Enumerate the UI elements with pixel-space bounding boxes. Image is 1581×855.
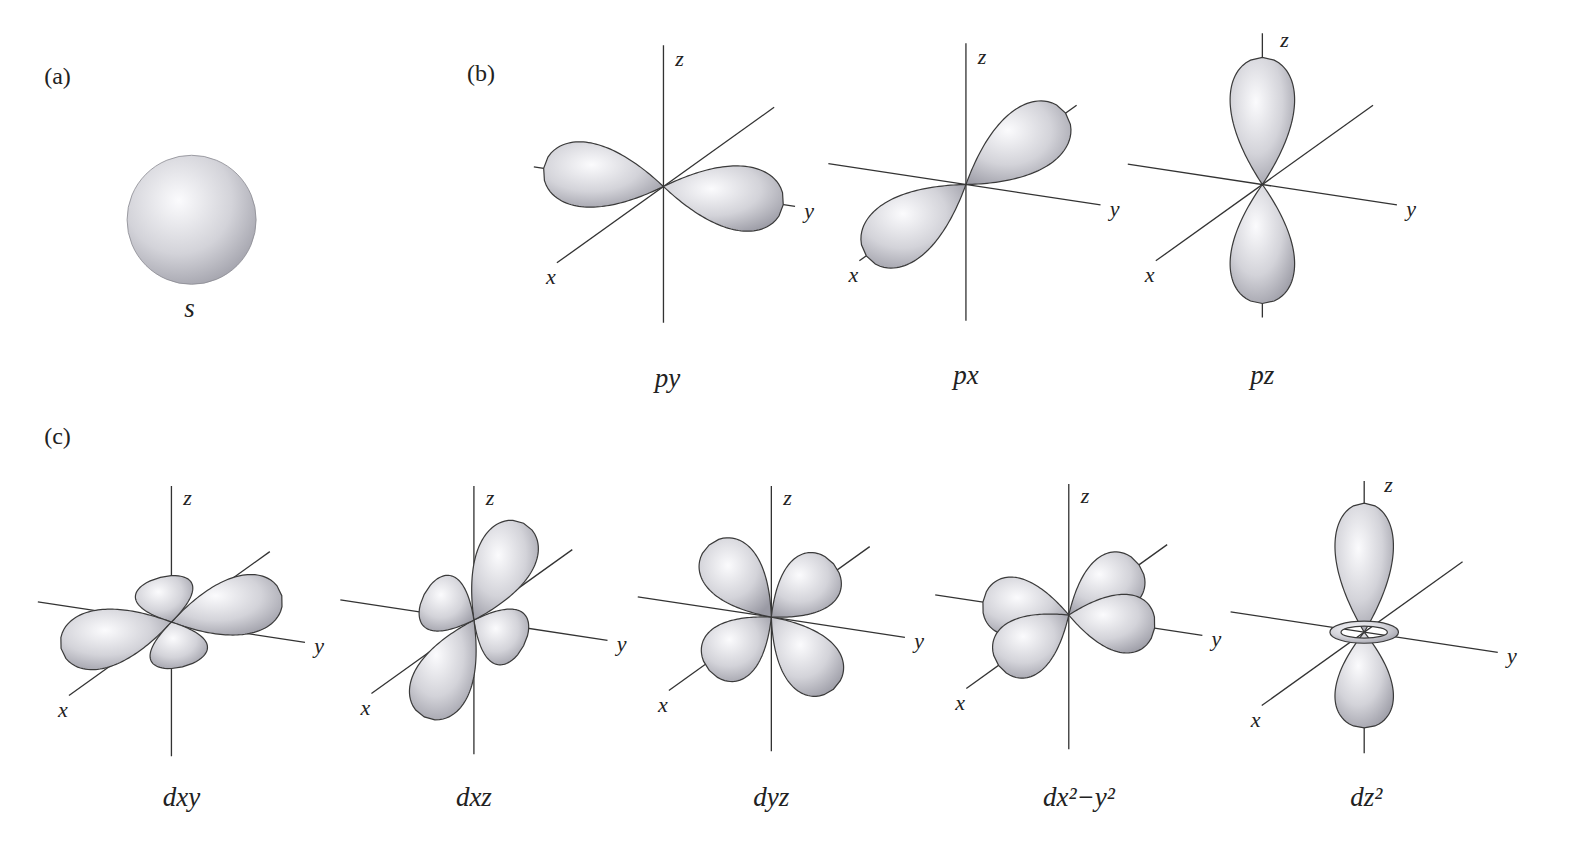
orbital-lobe [771,553,841,618]
axis-label: z [1384,474,1393,496]
coordinate-axis [663,45,664,322]
orbital-lobe [771,617,843,696]
axis-label: y [1507,645,1517,667]
coordinate-axis [966,545,1167,689]
orbital-name: dxy [163,783,200,810]
orbital-name: py [655,365,680,392]
s-orbital-sphere [127,155,256,284]
axis-label: z [1280,29,1289,51]
orbital-shape [983,552,1155,678]
orbital-name: dxz [456,783,492,810]
orbital-shape [861,101,1071,268]
axis-label: y [617,633,627,655]
orbital-lobe [1069,594,1155,653]
orbital-name: pz [1250,362,1274,389]
axis-label: x [1145,264,1155,286]
axis-label: y [1110,198,1120,220]
orbital-lobe [409,620,476,720]
orbital-lobe [701,617,771,682]
orbital-name: dx²−y² [1043,783,1115,810]
axis-label: y [804,200,814,222]
axis-label: z [783,487,792,509]
axis-label: z [978,46,987,68]
orbital-lobe [1335,503,1393,632]
orbital-lobe [861,185,966,269]
orbital-shape [1330,503,1399,728]
orbital-ring [1330,621,1399,643]
axis-label: x [360,697,370,719]
axis-label: x [955,692,965,714]
orbital-lobe [966,101,1071,185]
orbital-lobe [472,520,539,620]
orbital-lobe [1335,632,1393,728]
axis-label: y [1212,628,1222,650]
axis-label: x [546,266,556,288]
panel-letter: (a) [44,64,71,88]
orbital-shape [61,575,282,670]
axis-label: y [914,630,924,652]
axis-label: z [1081,485,1090,507]
panel-letter: (b) [467,61,495,85]
axis-label: x [848,264,858,286]
lobes [61,57,1399,727]
orbital-name: dz² [1350,783,1382,810]
orbital-lobe [1230,57,1295,184]
orbital-lobe [544,142,664,207]
axes [38,33,1498,756]
orbital-shape [1230,57,1295,303]
axis-label: x [1251,709,1261,731]
orbital-shape [409,520,538,720]
orbital-shape [699,538,844,697]
orbital-name: dyz [753,783,789,810]
axis-label: z [486,487,495,509]
axis-label: y [1406,198,1416,220]
axis-label: y [314,635,324,657]
orbital-shape [544,142,784,231]
orbital-lobe [699,538,771,617]
orbital-lobe [150,622,207,668]
axis-label: z [675,48,684,70]
orbital-lobe [474,609,529,665]
axis-label: x [658,694,668,716]
orbital-name: px [953,362,978,389]
panel-letter: (c) [44,424,71,448]
orbital-lobe [1230,185,1295,304]
axis-label: z [183,487,192,509]
axis-label: x [58,699,68,721]
orbital-lobe [419,575,474,631]
orbital-lobe [993,614,1069,678]
orbital-lobe [663,166,783,231]
orbital-name: s [184,294,195,321]
